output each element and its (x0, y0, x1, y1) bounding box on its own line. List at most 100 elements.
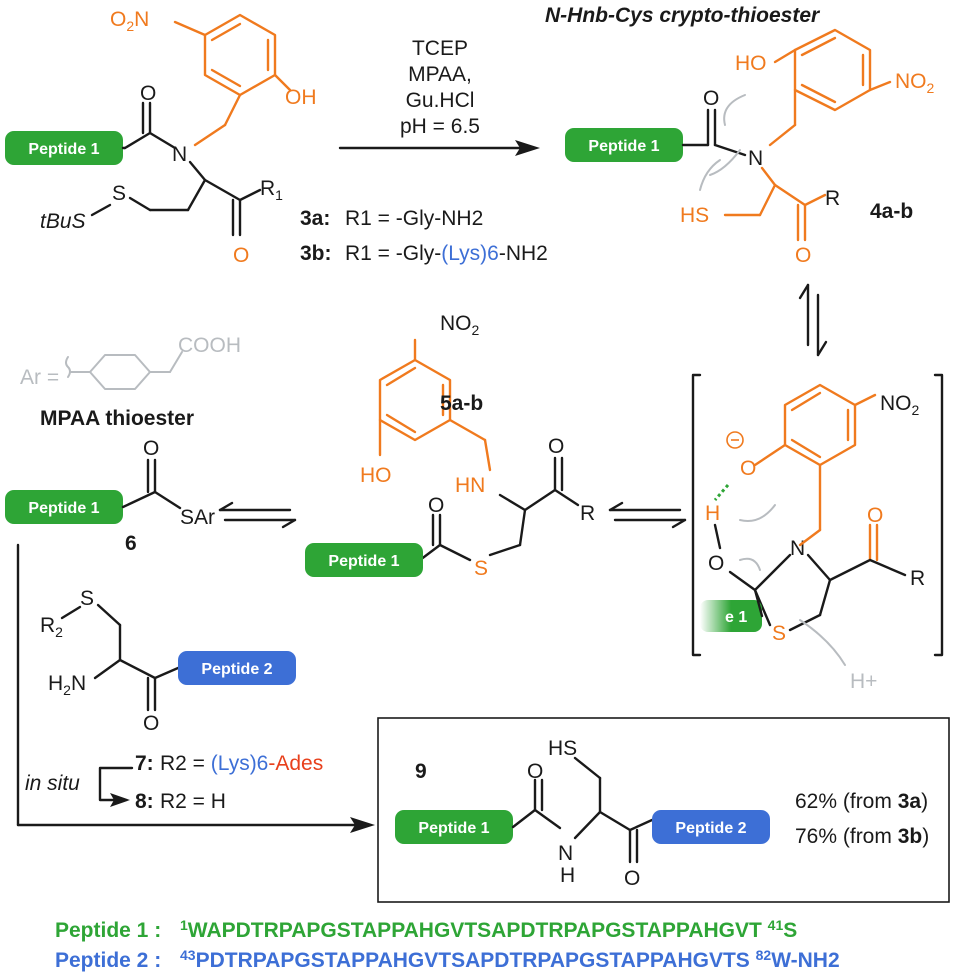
svg-text:Ar =: Ar = (20, 366, 59, 389)
main-arrowhead (350, 817, 375, 833)
svg-text:Peptide 1: Peptide 1 (328, 553, 399, 570)
faded-peptide-pill (700, 600, 762, 632)
peptide-2-pill-9: Peptide 2 (652, 810, 770, 844)
yield-3a: 62% (from 3a) (795, 790, 928, 813)
nh-label-9: N (558, 842, 573, 865)
o-minus: O (740, 457, 756, 480)
sequences: Peptide 1 : 1WAPDTRPAPGSTAPPAHGVTSAPDTRP… (55, 917, 840, 972)
equilibrium-vertical (798, 283, 828, 357)
label-6: 6 (125, 532, 137, 555)
peptide-1-pill-5: Peptide 1 (305, 543, 423, 577)
ar-definition: Ar = COOH (20, 334, 241, 390)
svg-text:MPAA,: MPAA, (408, 63, 472, 86)
tbus-label: tBuS (40, 210, 86, 233)
svg-text:pH = 6.5: pH = 6.5 (400, 115, 480, 138)
label-4ab: 4a-b (870, 200, 913, 223)
carbonyl-o-9a: O (527, 760, 543, 783)
carbonyl-o-cys: O (143, 712, 159, 735)
hplus-label: H+ (850, 670, 877, 693)
mpaa-label: MPAA thioester (40, 407, 194, 430)
n-atom-4: N (748, 147, 763, 170)
peptide-1-pill-9: Peptide 1 (395, 810, 513, 844)
label-9: 9 (415, 760, 427, 783)
no2-group: O2N (110, 8, 149, 34)
p2-sequence: 43PDTRPAPGSTAPPAHGVTSAPDTRPAPGSTAPPAHGVT… (180, 947, 840, 972)
p1-seq-label: Peptide 1 : (55, 919, 161, 942)
compound-5ab: HO HN O R S O Peptide 1 5a-b (305, 338, 595, 580)
svg-text:Peptide 2: Peptide 2 (675, 820, 746, 837)
r3b-text: R1 = -Gly-(Lys)6-NH2 (345, 242, 548, 265)
carbonyl-o-4: O (703, 87, 719, 110)
label-3b: 3b: (300, 242, 332, 265)
label-3a: 3a: (300, 207, 330, 230)
hs-group-4: HS (680, 204, 709, 227)
svg-text:Peptide 1: Peptide 1 (28, 500, 99, 517)
hn-group-5: HN (455, 474, 485, 497)
svg-text:Peptide 2: Peptide 2 (201, 661, 272, 678)
r-label-int: R (910, 567, 925, 590)
no2-group-int: NO2 (880, 392, 920, 418)
r-label-4: R (825, 187, 840, 210)
yield-3b: 76% (from 3b) (795, 825, 929, 848)
svg-text:7:: 7: (135, 752, 154, 775)
r1-label: R1 (260, 177, 283, 203)
carbonyl-o-5b: O (428, 494, 444, 517)
carbonyl-o-9b: O (624, 867, 640, 890)
sar-label: SAr (180, 506, 215, 529)
h2n-label: H2N (48, 672, 86, 698)
p1-sequence: 1WAPDTRPAPGSTAPPAHGVTSAPDTRPAPGSTAPPAHGV… (180, 917, 797, 942)
carbonyl-o-2: O (233, 244, 249, 267)
svg-text:R2 = (Lys)6-Ades: R2 = (Lys)6-Ades (160, 752, 323, 775)
s-atom-cys: S (80, 587, 94, 610)
in-situ-conversion: in situ 7: R2 = (Lys)6-Ades 8: R2 = H (25, 752, 323, 813)
equilibrium-6-5 (218, 501, 297, 529)
compound-6: Peptide 1 O SAr 6 (5, 437, 215, 555)
product-9-box: 9 Peptide 1 O N H HS O Peptide 2 62% (fr… (377, 717, 950, 903)
peptide-1-pill-4: Peptide 1 (565, 128, 683, 162)
svg-text:Gu.HCl: Gu.HCl (406, 89, 475, 112)
equilibrium-5-bracket (608, 501, 687, 529)
carbonyl-o: O (140, 82, 156, 105)
hs-label-9: HS (548, 737, 577, 760)
tetrahedral-intermediate: NO2 O H O N S O R H+ (691, 373, 944, 693)
svg-text:8:: 8: (135, 790, 154, 813)
ho-group-5: HO (360, 464, 392, 487)
svg-text:Peptide 1: Peptide 1 (28, 141, 99, 158)
carbonyl-o-4b: O (795, 244, 811, 267)
nitrophenol-ring-3 (173, 13, 292, 147)
n-atom: N (172, 143, 187, 166)
peptide-1-pill-3: Peptide 1 (5, 131, 123, 165)
peptide-2-pill-cys: Peptide 2 (178, 651, 296, 685)
carbonyl-o-int: O (867, 504, 883, 527)
svg-text:in situ: in situ (25, 772, 80, 795)
h-label-9: H (560, 864, 575, 887)
r-label-5: R (580, 502, 595, 525)
svg-text:TCEP: TCEP (412, 37, 468, 60)
peptide-1-pill-6: Peptide 1 (5, 490, 123, 524)
n-atom-int: N (790, 537, 805, 560)
label-5ab: 5a-b (440, 392, 483, 415)
r3a-text: R1 = -Gly-NH2 (345, 207, 483, 230)
carbonyl-o-5: O (548, 435, 564, 458)
cysteine-peptide-2: R2 S H2N O Peptide 2 (40, 587, 296, 735)
p2-seq-label: Peptide 2 : (55, 949, 161, 972)
s-atom-5: S (474, 557, 488, 580)
svg-text:Peptide 1: Peptide 1 (588, 138, 659, 155)
r2-label: R2 (40, 614, 63, 640)
carbonyl-o-6: O (143, 437, 159, 460)
compound-4ab: HO NO2 O N HS O R Peptide 1 (565, 28, 935, 267)
svg-text:R2 = H: R2 = H (160, 790, 226, 813)
no2-group-5: NO2 (440, 312, 480, 338)
ho-group-4: HO (735, 52, 767, 75)
compound-3ab: O2N OH O N O R1 S tBuS Peptide 1 (5, 8, 317, 267)
s-atom-int: S (772, 622, 786, 645)
svg-text:Peptide 1: Peptide 1 (418, 820, 489, 837)
oh-group: OH (285, 86, 317, 109)
conditions-block: TCEP MPAA, Gu.HCl pH = 6.5 (338, 37, 540, 156)
o-atom-int: O (708, 552, 724, 575)
partial-pill-text: e 1 (725, 609, 747, 626)
s-atom: S (112, 182, 126, 205)
no2-group-4: NO2 (895, 70, 935, 96)
h-atom: H (705, 502, 720, 525)
